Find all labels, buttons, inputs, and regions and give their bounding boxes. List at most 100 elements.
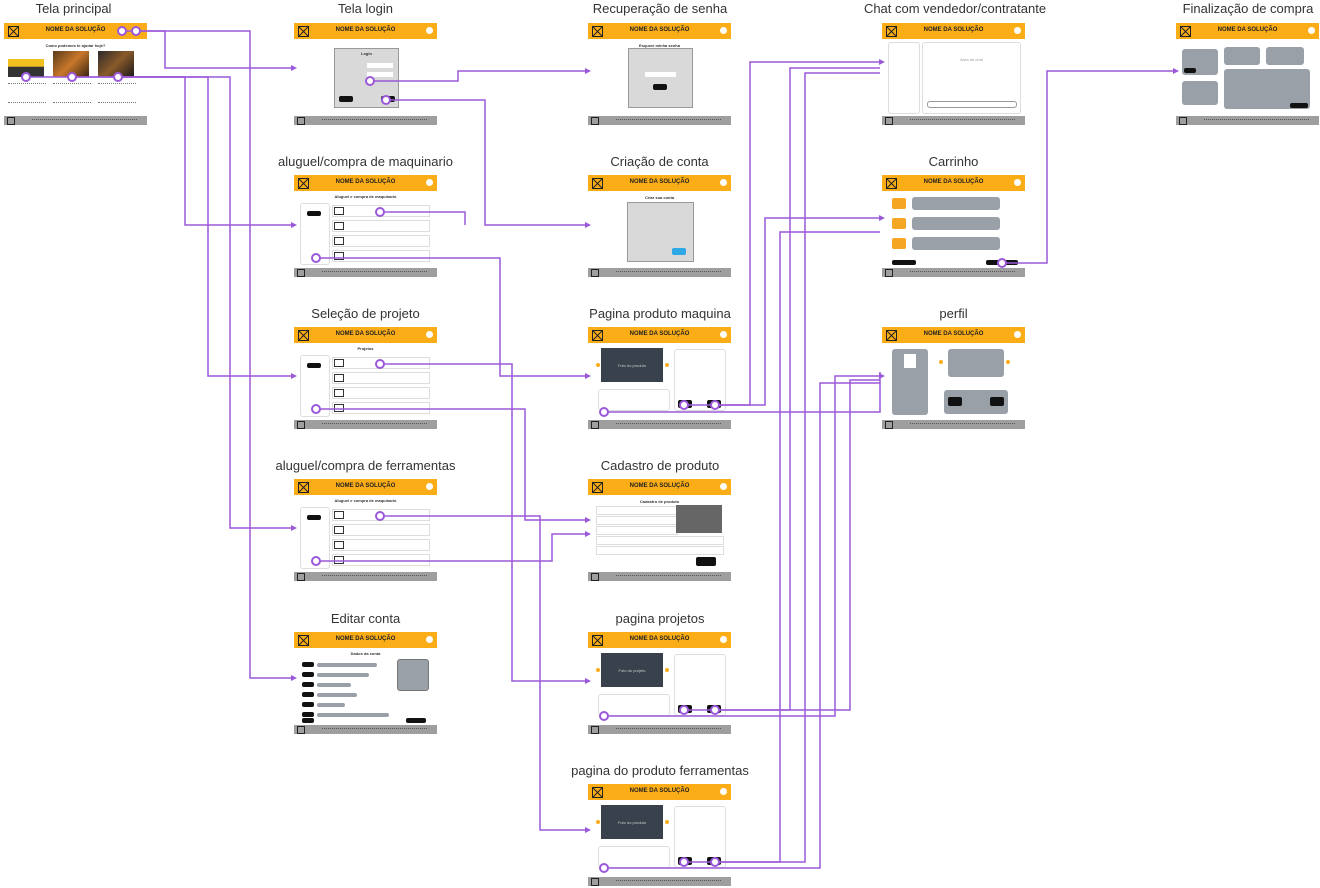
logo-placeholder-icon bbox=[592, 635, 603, 646]
image-icon bbox=[334, 541, 344, 549]
image-upload[interactable] bbox=[676, 505, 722, 533]
logo-placeholder-icon bbox=[886, 178, 897, 189]
list-item[interactable] bbox=[332, 372, 430, 384]
back-button[interactable] bbox=[302, 718, 314, 723]
email-field[interactable] bbox=[645, 72, 676, 77]
signup-button[interactable] bbox=[672, 248, 686, 255]
list-item[interactable] bbox=[332, 235, 430, 247]
logo-placeholder-icon bbox=[298, 635, 309, 646]
field-label bbox=[302, 692, 314, 697]
finish-button[interactable] bbox=[1290, 103, 1308, 108]
menu-icon[interactable] bbox=[720, 788, 727, 795]
logo-placeholder-icon bbox=[592, 787, 603, 798]
connector-start bbox=[997, 258, 1007, 268]
app-header: NOME DA SOLUÇÃO bbox=[882, 327, 1025, 343]
cart-item[interactable] bbox=[912, 237, 1000, 250]
list-item[interactable] bbox=[332, 220, 430, 232]
field-value[interactable] bbox=[317, 663, 377, 667]
image-icon bbox=[334, 359, 344, 367]
list-item[interactable] bbox=[332, 250, 430, 262]
image-icon bbox=[334, 526, 344, 534]
menu-icon[interactable] bbox=[720, 636, 727, 643]
field-value[interactable] bbox=[317, 693, 357, 697]
connector bbox=[1002, 70, 1174, 264]
screen-tela-login: NOME DA SOLUÇÃO Login bbox=[294, 23, 437, 125]
message-button[interactable] bbox=[990, 397, 1004, 406]
menu-icon[interactable] bbox=[720, 483, 727, 490]
app-footer bbox=[588, 420, 731, 429]
password-field[interactable] bbox=[367, 72, 393, 77]
prev-dot[interactable] bbox=[596, 363, 600, 367]
menu-icon[interactable] bbox=[426, 179, 433, 186]
menu-icon[interactable] bbox=[1014, 27, 1021, 34]
filter-button[interactable] bbox=[307, 363, 321, 368]
form-field[interactable] bbox=[596, 536, 724, 545]
list-item[interactable] bbox=[332, 554, 430, 566]
image-icon bbox=[334, 207, 344, 215]
menu-icon[interactable] bbox=[1308, 27, 1315, 34]
next-dot[interactable] bbox=[665, 363, 669, 367]
menu-icon[interactable] bbox=[426, 636, 433, 643]
app-footer bbox=[294, 725, 437, 734]
filter-button[interactable] bbox=[307, 515, 321, 520]
enter-button[interactable] bbox=[339, 96, 353, 102]
back-button[interactable] bbox=[892, 260, 916, 265]
arrowhead bbox=[585, 517, 591, 523]
field-value[interactable] bbox=[317, 673, 369, 677]
next-dot[interactable] bbox=[1006, 360, 1010, 364]
list-item[interactable] bbox=[332, 539, 430, 551]
menu-icon[interactable] bbox=[426, 27, 433, 34]
menu-icon[interactable] bbox=[720, 27, 727, 34]
message-input[interactable] bbox=[927, 101, 1017, 108]
connector-start bbox=[381, 95, 391, 105]
cart-item[interactable] bbox=[912, 197, 1000, 210]
next-dot[interactable] bbox=[665, 668, 669, 672]
projects-card bbox=[948, 349, 1004, 377]
app-footer bbox=[882, 268, 1025, 277]
menu-icon[interactable] bbox=[720, 331, 727, 338]
recovery-panel bbox=[628, 48, 693, 108]
screen-title: aluguel/compra de maquinario bbox=[278, 154, 453, 169]
list-item[interactable] bbox=[332, 524, 430, 536]
field-value[interactable] bbox=[317, 683, 351, 687]
favorite-button[interactable] bbox=[948, 397, 962, 406]
save-button[interactable] bbox=[406, 718, 426, 723]
list-item[interactable] bbox=[332, 402, 430, 414]
menu-icon[interactable] bbox=[426, 331, 433, 338]
card-text bbox=[8, 83, 46, 103]
app-footer bbox=[588, 572, 731, 581]
send-button[interactable] bbox=[653, 84, 667, 90]
prev-dot[interactable] bbox=[596, 668, 600, 672]
solution-name: NOME DA SOLUÇÃO bbox=[335, 179, 396, 185]
connector-start bbox=[679, 400, 689, 410]
filter-button[interactable] bbox=[307, 211, 321, 216]
screen-subtitle: Projetos bbox=[357, 346, 374, 351]
profile-photo[interactable] bbox=[397, 659, 429, 691]
field-value[interactable] bbox=[317, 703, 345, 707]
field-label bbox=[302, 702, 314, 707]
prev-dot[interactable] bbox=[596, 820, 600, 824]
connector-start bbox=[710, 705, 720, 715]
username-field[interactable] bbox=[367, 63, 393, 68]
connector-start bbox=[375, 511, 385, 521]
menu-icon[interactable] bbox=[1014, 179, 1021, 186]
back-button[interactable] bbox=[1184, 68, 1196, 73]
solution-name: NOME DA SOLUÇÃO bbox=[335, 331, 396, 337]
list-item[interactable] bbox=[332, 387, 430, 399]
connector bbox=[136, 30, 292, 69]
app-header: NOME DA SOLUÇÃO bbox=[588, 632, 731, 648]
cart-item[interactable] bbox=[912, 217, 1000, 230]
app-footer bbox=[294, 420, 437, 429]
confirm-button[interactable] bbox=[696, 557, 716, 566]
cart-item-icon bbox=[892, 198, 906, 209]
menu-icon[interactable] bbox=[720, 179, 727, 186]
logo-placeholder-icon bbox=[298, 330, 309, 341]
menu-icon[interactable] bbox=[1014, 331, 1021, 338]
app-header: NOME DA SOLUÇÃO bbox=[294, 632, 437, 648]
prev-dot[interactable] bbox=[939, 360, 943, 364]
next-dot[interactable] bbox=[665, 820, 669, 824]
menu-icon[interactable] bbox=[426, 483, 433, 490]
solution-name: NOME DA SOLUÇÃO bbox=[923, 331, 984, 337]
form-field[interactable] bbox=[596, 546, 724, 555]
field-value[interactable] bbox=[317, 713, 389, 717]
